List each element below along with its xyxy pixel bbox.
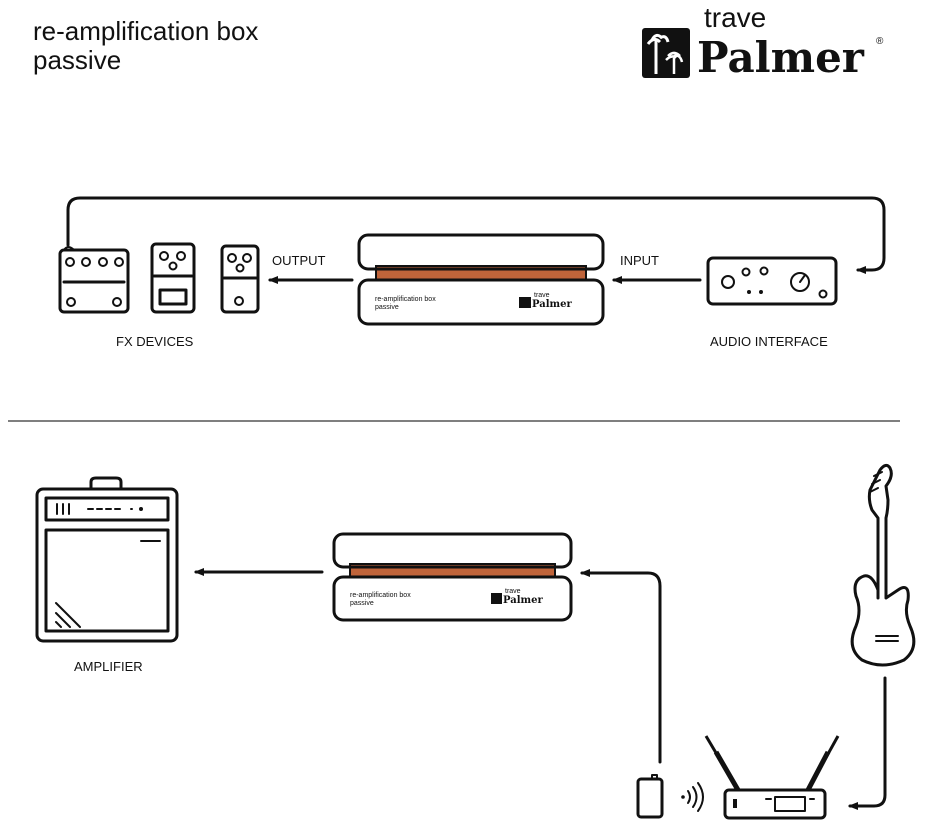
palm-tree-icon (491, 593, 502, 604)
device-logo-brand: Palmer (532, 299, 572, 310)
guitar-to-receiver-cable (848, 676, 887, 810)
wireless-transmitter-icon (636, 774, 664, 819)
loop-cable (66, 196, 886, 274)
palm-tree-icon (519, 297, 531, 308)
palm-tree-icon (640, 26, 692, 80)
output-label: OUTPUT (272, 253, 326, 268)
title-line1: re-amplification box (33, 16, 258, 46)
logo-brand-text: Palmer (697, 33, 865, 82)
logo-registered-mark: ® (876, 36, 884, 47)
device-logo-small: trave (534, 292, 550, 299)
input-label: INPUT (620, 253, 659, 268)
reamp-box-bottom: re-amplification box passive trave Palme… (332, 532, 573, 622)
title-line2: passive (33, 45, 121, 75)
electric-guitar-icon (850, 463, 916, 667)
device-label-2: passive (375, 304, 399, 311)
reamp-box-top: re-amplification box passive trave Palme… (357, 233, 605, 326)
receiver-to-box-cable (580, 569, 662, 764)
amplifier-label: AMPLIFIER (74, 659, 143, 674)
logo-small-text: trave (704, 2, 766, 33)
device-label-1: re-amplification box (350, 592, 411, 599)
device-logo-small: trave (505, 588, 521, 595)
audio-interface-label: AUDIO INTERFACE (710, 334, 828, 349)
palmer-logo: trave Palmer ® (640, 2, 884, 82)
amplifier-icon (35, 476, 179, 643)
wireless-signal-icon (681, 782, 704, 812)
device-logo-brand: Palmer (503, 595, 543, 606)
device-label-1: re-amplification box (375, 296, 436, 303)
audio-interface-icon (706, 256, 838, 306)
fx-devices-label: FX DEVICES (116, 334, 194, 349)
wireless-receiver-icon (704, 735, 840, 820)
device-label-2: passive (350, 600, 374, 607)
fx-devices-icon (58, 242, 260, 314)
